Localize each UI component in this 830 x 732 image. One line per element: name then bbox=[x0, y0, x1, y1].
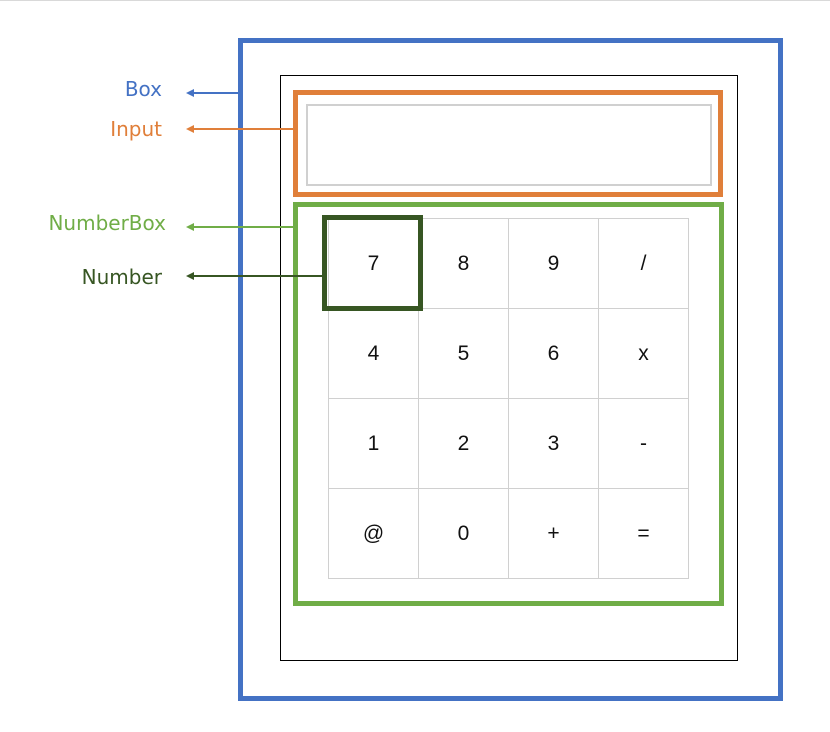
key-4[interactable]: 4 bbox=[329, 309, 419, 399]
numberbox-label: NumberBox bbox=[48, 211, 166, 235]
key-0[interactable]: 0 bbox=[419, 489, 509, 579]
input-label: Input bbox=[110, 117, 162, 141]
key-8[interactable]: 8 bbox=[419, 219, 509, 309]
key-9[interactable]: 9 bbox=[509, 219, 599, 309]
numberbox-outline bbox=[293, 202, 724, 606]
key-subtract[interactable]: - bbox=[599, 399, 689, 489]
key-2[interactable]: 2 bbox=[419, 399, 509, 489]
key-add[interactable]: + bbox=[509, 489, 599, 579]
key-at[interactable]: @ bbox=[329, 489, 419, 579]
key-5[interactable]: 5 bbox=[419, 309, 509, 399]
number-outline bbox=[322, 215, 423, 311]
top-divider bbox=[0, 0, 830, 1]
number-label: Number bbox=[81, 265, 162, 289]
box-arrow bbox=[186, 89, 238, 97]
box-outline bbox=[238, 38, 783, 701]
input-outline bbox=[293, 90, 723, 197]
box-label: Box bbox=[124, 77, 162, 101]
key-1[interactable]: 1 bbox=[329, 399, 419, 489]
key-equals[interactable]: = bbox=[599, 489, 689, 579]
key-multiply[interactable]: x bbox=[599, 309, 689, 399]
keypad: 7 8 9 / 4 5 6 x 1 2 3 - @ 0 + = bbox=[328, 218, 689, 579]
key-6[interactable]: 6 bbox=[509, 309, 599, 399]
key-3[interactable]: 3 bbox=[509, 399, 599, 489]
key-divide[interactable]: / bbox=[599, 219, 689, 309]
calculator-display[interactable] bbox=[306, 104, 712, 186]
